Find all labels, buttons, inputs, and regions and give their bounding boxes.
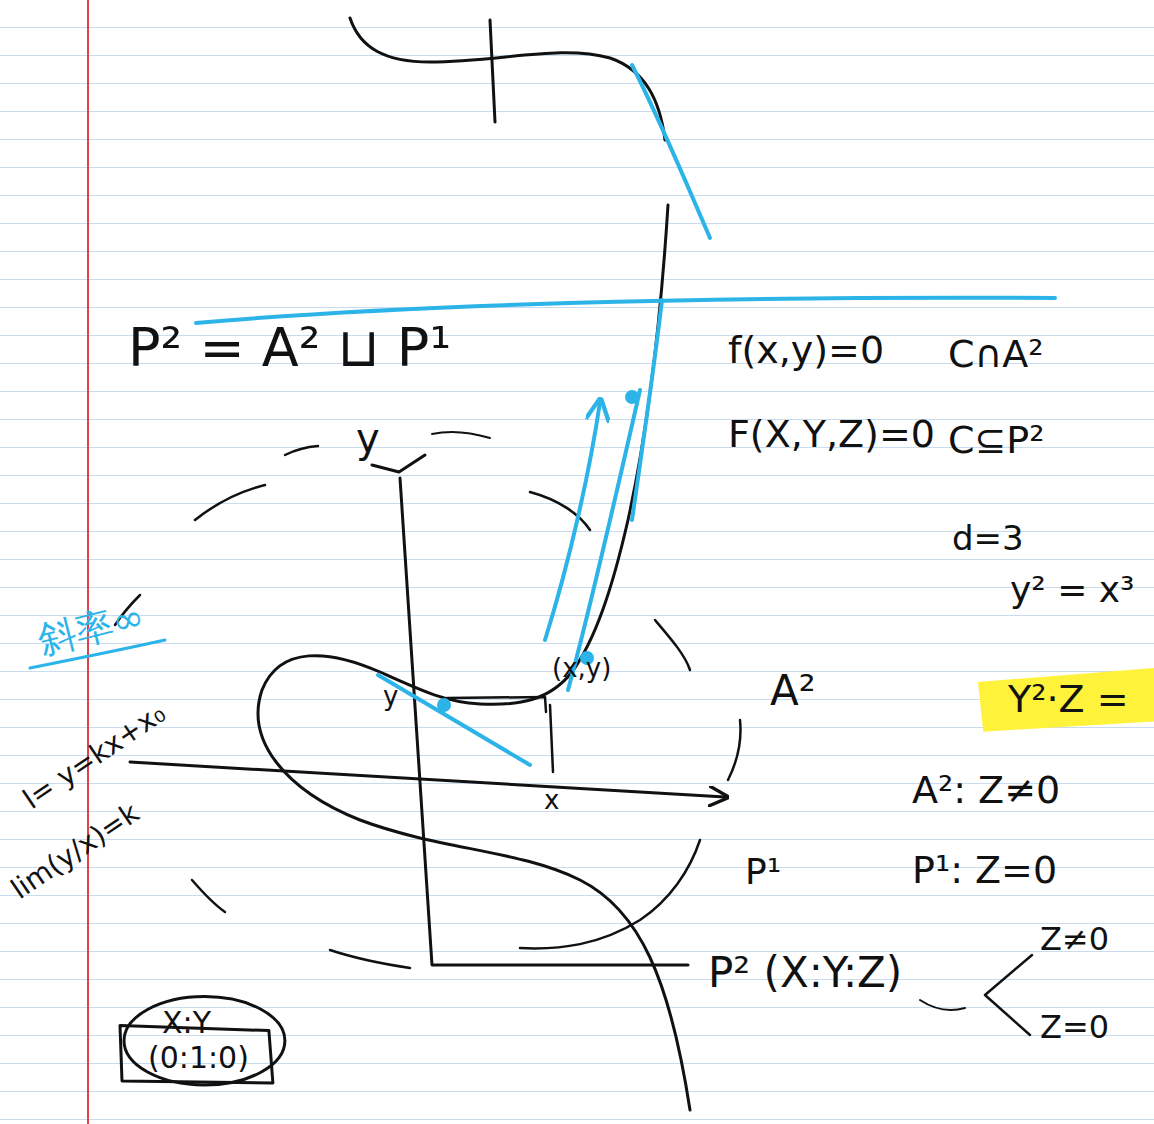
dashed-arc [728, 720, 741, 780]
line-label: P¹ [745, 852, 781, 892]
dashed-arc [192, 880, 225, 912]
coordinate-label: P² (X:Y:Z) [708, 950, 902, 996]
case-label: Z=0 [1040, 1010, 1109, 1045]
highlight-fill [978, 668, 1154, 732]
set-label: C∩A² [948, 334, 1044, 376]
equation: F(X,Y,Z)=0 [728, 414, 935, 456]
point-coordinate: x [544, 786, 559, 815]
slope-note: 斜率∞ [34, 596, 149, 663]
set-label: C⊆P² [948, 420, 1045, 462]
drop-line [550, 705, 553, 772]
chart-label: P¹: Z=0 [912, 850, 1057, 892]
case-label: Z≠0 [1040, 922, 1109, 957]
curve-top [350, 18, 665, 140]
node-text: Y²·Z = [1008, 678, 1134, 722]
highlight-band: Y²·Z = [978, 668, 1154, 732]
circle-mark [124, 997, 285, 1085]
stroke [432, 432, 490, 438]
equation: y² = x³ [1010, 570, 1135, 610]
x-axis [130, 762, 725, 797]
drop-line [447, 697, 546, 712]
line-equation: l= y=kx+x₀ [18, 698, 171, 815]
underline [920, 1000, 965, 1010]
equation: f(x,y)=0 [728, 330, 884, 372]
tangent-line [632, 65, 710, 238]
p1-arc [520, 840, 700, 948]
dashed-arc [330, 950, 410, 968]
equation: P² = A² ⊔ P¹ [128, 318, 451, 377]
margin-line [87, 0, 89, 1124]
dashed-arc [285, 446, 318, 455]
boxed-point: X:Y(0:1:0) [118, 1000, 275, 1085]
point-label: (x,y) [552, 654, 611, 683]
limit-equation: lim(y/x)=k [6, 798, 145, 906]
cross-stroke [490, 20, 495, 122]
dashed-arc [655, 620, 690, 670]
secant-line [568, 390, 640, 690]
degree-label: d=3 [952, 520, 1024, 557]
chart-label: A²: Z≠0 [912, 770, 1060, 812]
point-dot [625, 390, 639, 404]
point-dot [437, 698, 451, 712]
point-coordinate: y [383, 682, 398, 711]
tangent-line [378, 675, 530, 765]
axis-label: y [356, 416, 380, 460]
node-text: X:Y [148, 1006, 249, 1041]
plane-label: A² [770, 668, 816, 714]
bracket [985, 955, 1032, 1035]
y-axis [400, 478, 688, 965]
dashed-arc [195, 485, 265, 520]
y-axis-head [372, 455, 425, 472]
node-text: (0:1:0) [148, 1041, 249, 1076]
